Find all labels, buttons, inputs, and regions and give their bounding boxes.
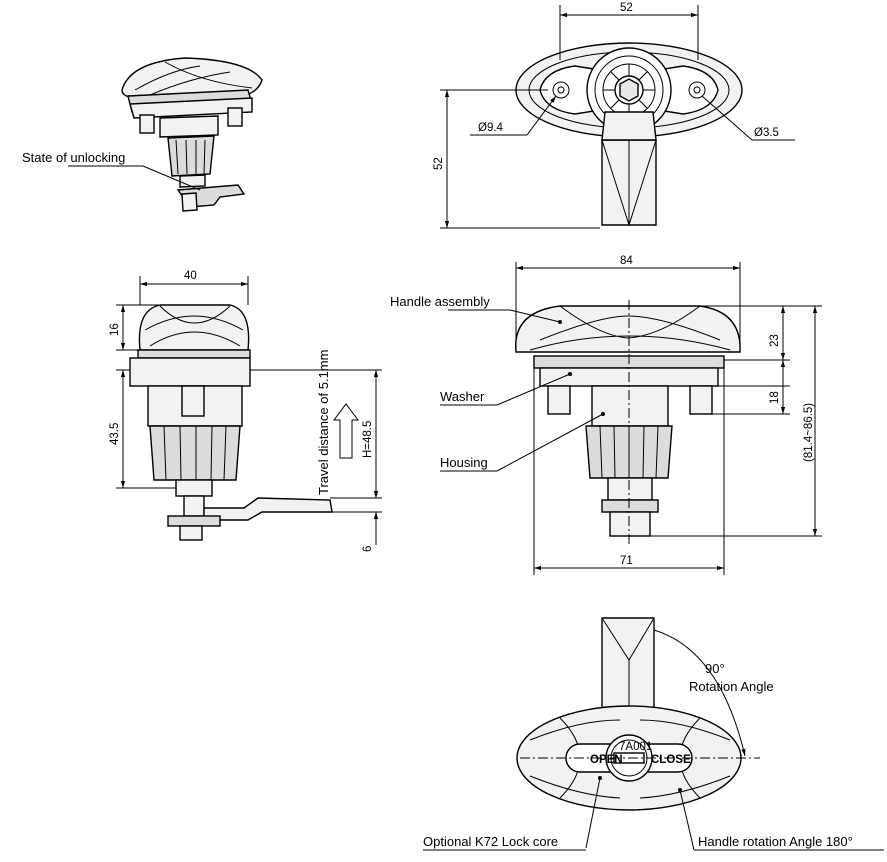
label-washer: Washer: [440, 389, 485, 404]
dim-front-base-width: 71: [620, 555, 633, 567]
close-text: CLOSE: [651, 754, 691, 766]
label-optional-core: Optional K72 Lock core: [423, 834, 558, 849]
core-code: 7A001: [619, 741, 652, 753]
label-rotation-angle-value: 90°: [705, 661, 725, 676]
label-handle-assembly: Handle assembly: [390, 294, 490, 309]
label-housing: Housing: [440, 455, 488, 470]
dim-front-width: 84: [620, 255, 633, 267]
rotation-view: OPEN CLOSE 7A001: [516, 617, 760, 811]
dim-top-width: 52: [620, 2, 633, 14]
dim-front-total-height: (81.4~86.5): [803, 403, 815, 462]
front-view: [515, 300, 741, 545]
label-rotation-angle: Rotation Angle: [689, 679, 774, 694]
dim-front-handle-height: 23: [769, 334, 781, 347]
dim-top-height: 52: [433, 157, 445, 170]
dim-h-value: H=48.5: [362, 421, 374, 458]
top-view: [515, 42, 743, 227]
label-travel-distance: Travel distance of 5.1mm: [316, 350, 331, 495]
dim-hole-diameter: Ø3.5: [754, 127, 779, 139]
dim-side-bottom: 6: [362, 546, 374, 552]
dim-side-width: 40: [184, 270, 197, 282]
label-handle-rotation: Handle rotation Angle 180°: [698, 834, 853, 849]
dim-side-body-height: 43.5: [109, 423, 121, 445]
dim-hole-center: Ø9.4: [478, 122, 504, 134]
dim-side-handle-height: 16: [109, 323, 121, 336]
open-text: OPEN: [590, 754, 623, 766]
label-state-of-unlocking: State of unlocking: [22, 150, 125, 165]
dim-front-washer-height: 18: [769, 391, 781, 404]
side-view: [129, 304, 333, 541]
isometric-view-unlocked: [121, 57, 263, 212]
up-arrow-icon: [333, 403, 359, 459]
